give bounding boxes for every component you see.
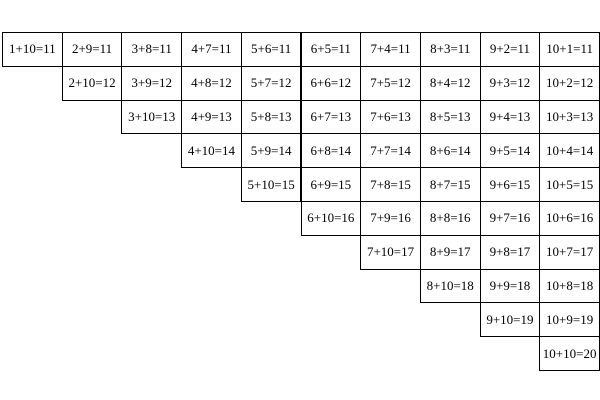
table-cell: 8+4=12 <box>419 65 481 101</box>
table-cell: 3+8=11 <box>121 32 183 67</box>
table-cell: 4+9=13 <box>181 99 242 135</box>
table-cell: 10+1=11 <box>539 32 600 67</box>
table-cell: 7+5=12 <box>360 65 421 101</box>
table-cell: 7+9=16 <box>360 201 421 236</box>
table-cell: 5+9=14 <box>240 133 302 169</box>
table-cell: 9+4=13 <box>479 99 541 135</box>
table-cell: 6+9=15 <box>300 167 362 202</box>
table-cell: 2+10=12 <box>61 65 123 101</box>
table-cell: 9+10=19 <box>479 302 541 338</box>
table-cell: 9+3=12 <box>479 65 541 101</box>
table-cell: 2+9=11 <box>61 32 123 67</box>
table-cell: 8+8=16 <box>419 201 481 236</box>
table-cell: 10+5=15 <box>539 167 600 202</box>
table-cell: 5+7=12 <box>240 65 302 101</box>
table-cell: 9+2=11 <box>479 32 541 67</box>
table-cell: 3+10=13 <box>121 99 183 135</box>
table-cell: 7+10=17 <box>360 234 421 270</box>
table-cell: 10+9=19 <box>539 302 600 338</box>
table-cell: 7+6=13 <box>360 99 421 135</box>
table-cell: 6+5=11 <box>300 32 362 67</box>
table-cell: 8+6=14 <box>419 133 481 169</box>
table-cell: 9+7=16 <box>479 201 541 236</box>
table-cell: 8+7=15 <box>419 167 481 202</box>
table-cell: 10+10=20 <box>539 336 600 371</box>
table-cell: 5+8=13 <box>240 99 302 135</box>
table-cell: 9+8=17 <box>479 234 541 270</box>
table-cell: 8+5=13 <box>419 99 481 135</box>
table-cell: 10+8=18 <box>539 268 600 304</box>
table-cell: 7+4=11 <box>360 32 421 67</box>
table-cell: 9+9=18 <box>479 268 541 304</box>
table-cell: 3+9=12 <box>121 65 183 101</box>
table-cell: 5+10=15 <box>240 167 302 202</box>
table-cell: 7+8=15 <box>360 167 421 202</box>
table-cell: 4+8=12 <box>181 65 242 101</box>
table-cell: 10+3=13 <box>539 99 600 135</box>
table-cell: 8+3=11 <box>419 32 481 67</box>
table-cell: 10+2=12 <box>539 65 600 101</box>
table-cell: 8+10=18 <box>419 268 481 304</box>
table-cell: 10+7=17 <box>539 234 600 270</box>
table-cell: 6+8=14 <box>300 133 362 169</box>
table-cell: 6+10=16 <box>300 201 362 236</box>
table-cell: 8+9=17 <box>419 234 481 270</box>
table-cell: 10+6=16 <box>539 201 600 236</box>
table-cell: 4+7=11 <box>181 32 242 67</box>
table-cell: 9+6=15 <box>479 167 541 202</box>
table-cell: 10+4=14 <box>539 133 600 169</box>
table-cell: 9+5=14 <box>479 133 541 169</box>
table-cell: 6+6=12 <box>300 65 362 101</box>
table-cell: 6+7=13 <box>300 99 362 135</box>
table-cell: 4+10=14 <box>181 133 242 169</box>
table-cell: 5+6=11 <box>240 32 302 67</box>
table-cell: 7+7=14 <box>360 133 421 169</box>
table-cell: 1+10=11 <box>2 32 63 67</box>
